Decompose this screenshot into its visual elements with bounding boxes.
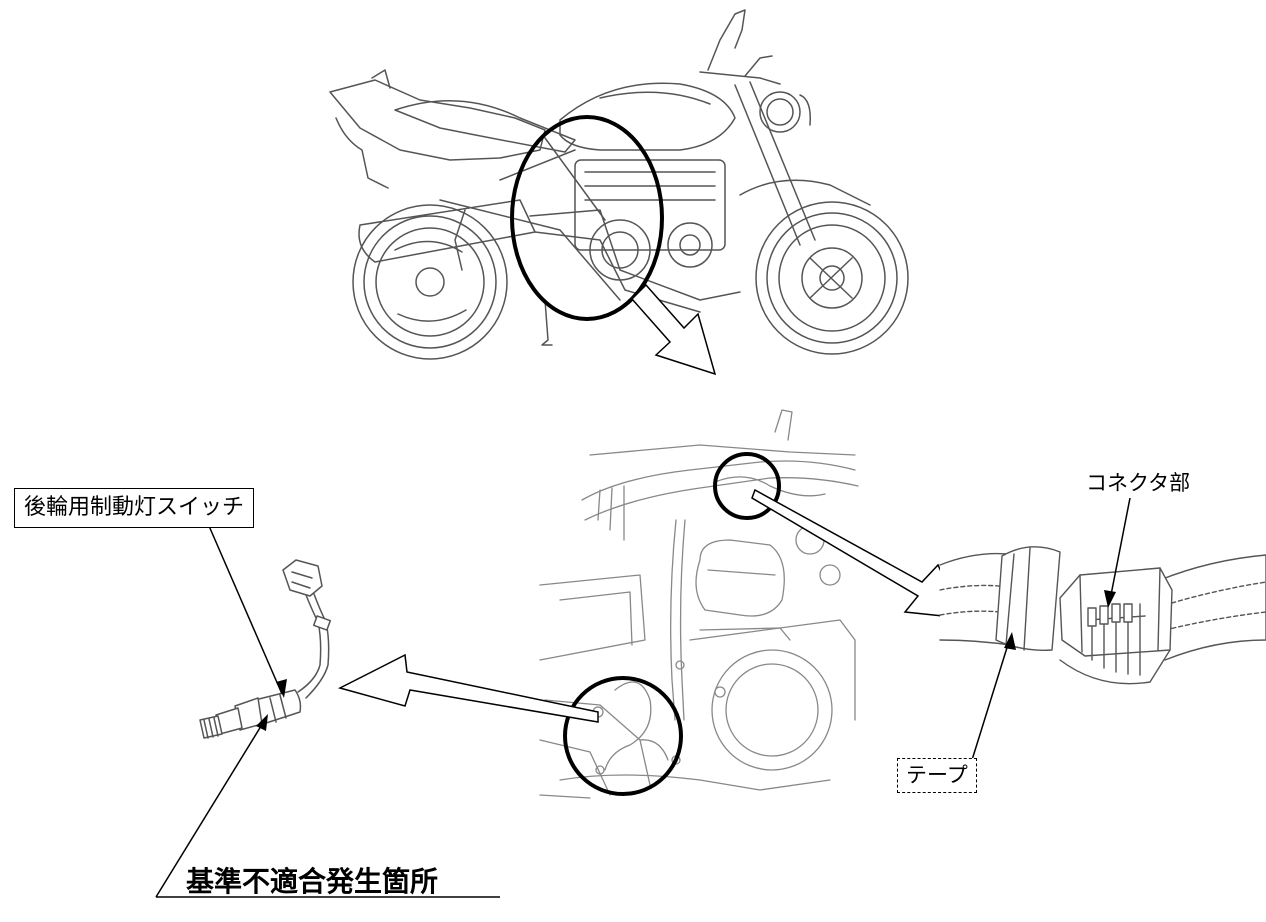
tail-section — [329, 79, 546, 161]
motorcycle-illustration — [329, 9, 909, 360]
battery-box — [695, 539, 785, 617]
connector-part-label: コネクタ部 — [1086, 471, 1191, 495]
muffler — [358, 199, 536, 263]
connector-detail-illustration — [939, 546, 1266, 685]
handlebar — [699, 9, 781, 85]
engine-detail-illustration — [539, 409, 859, 799]
engine — [574, 159, 726, 281]
leader-lines — [155, 497, 1131, 898]
front-wheel — [755, 201, 909, 355]
brake-light-switch-illustration — [199, 559, 332, 739]
arrow-to-switch — [337, 653, 599, 723]
rear-wheel — [352, 204, 508, 360]
arrow-down-to-detail — [630, 283, 717, 376]
connector-highlight-circle — [713, 452, 781, 520]
leader-arrowheads — [256, 590, 1116, 731]
switch-highlight-circle — [563, 676, 683, 796]
defect-location-label: 基準不適合発生箇所 — [186, 865, 439, 898]
tape-label: テープ — [897, 758, 977, 793]
front-fork — [734, 81, 816, 246]
kick-stand — [541, 299, 553, 346]
arrow-to-connector — [751, 488, 964, 619]
rear-brake-switch-label: 後輪用制動灯スイッチ — [14, 488, 255, 528]
engine-highlight-circle — [510, 115, 664, 321]
seat — [394, 99, 576, 153]
fuel-tank — [559, 82, 736, 151]
